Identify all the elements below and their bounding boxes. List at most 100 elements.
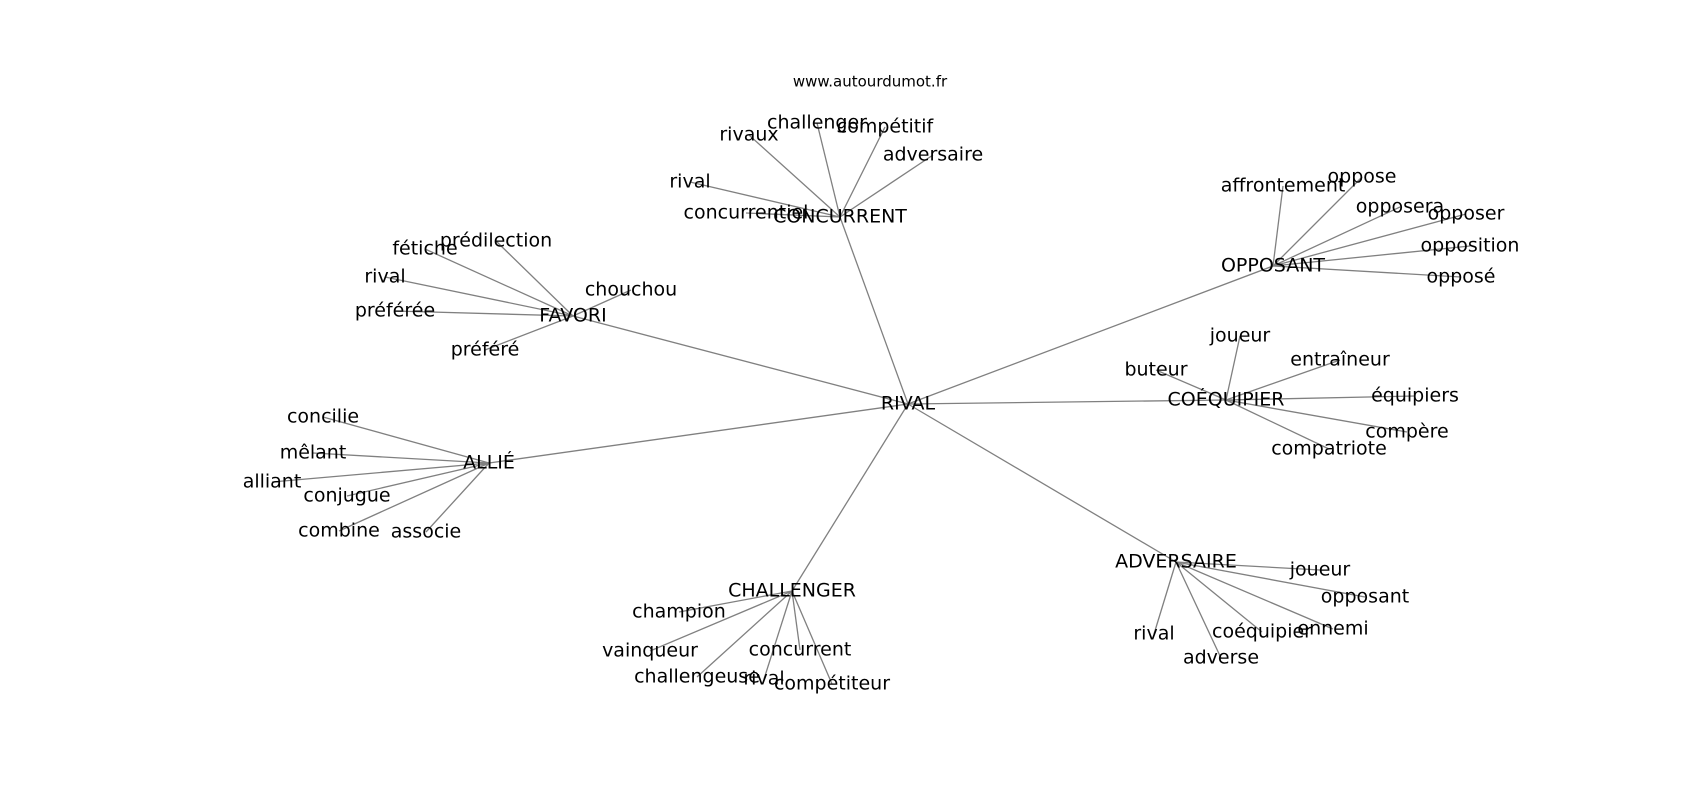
edge-hub-leaf [816,122,841,218]
leaf-node: alliant [243,471,302,493]
leaf-node: concurrent [749,639,852,661]
leaf-node: rival [669,171,710,193]
edge-hub-leaf [322,416,490,464]
leaf-node: mêlant [280,442,347,464]
edge-hub-leaf [1225,399,1330,450]
edge-hub-leaf [384,276,574,317]
edge-center-hub [907,403,1177,563]
edge-hub-leaf [1225,359,1341,401]
leaf-node: entraîneur [1290,349,1390,371]
leaf-node: opposera [1356,196,1444,218]
leaf-node: adverse [1183,647,1259,669]
leaf-node: rivaux [719,124,778,146]
hub-node: ADVERSAIRE [1115,551,1237,573]
edge-hub-leaf [1272,245,1471,267]
leaf-node: challenger [767,112,867,134]
leaf-node: équipiers [1371,385,1459,407]
edge-hub-leaf [495,240,574,317]
leaf-node: concurrentiel [684,202,809,224]
edge-hub-leaf [1175,561,1334,630]
edge-center-hub [907,265,1274,405]
edge-hub-leaf [791,590,833,685]
leaf-node: compatriote [1271,438,1387,460]
leaf-node: préféré [451,339,520,361]
leaf-node: combine [298,520,380,542]
edge-hub-leaf [696,590,793,678]
leaf-node: rival [743,668,784,690]
edge-hub-leaf [572,289,632,317]
edge-hub-leaf [839,154,934,218]
leaf-node: opposer [1428,203,1505,225]
graph-edges [271,122,1471,685]
edge-hub-leaf [1155,369,1227,401]
graph-labels: www.autourdumot.fr RIVAL CONCURRENT rivaux… [243,73,1520,695]
leaf-node: concilie [287,406,359,428]
edge-hub-leaf [678,590,793,613]
center-node: RIVAL [881,393,936,415]
leaf-node: buteur [1124,359,1187,381]
edge-center-hub [791,403,909,592]
edge-hub-leaf [394,310,574,317]
hub-node: FAVORI [539,305,606,327]
edge-hub-leaf [271,462,490,483]
leaf-node: rival [1133,623,1174,645]
edge-hub-leaf [745,212,841,218]
leaf-node: conjugue [303,485,390,507]
edge-hub-leaf [425,462,490,533]
edge-hub-leaf [763,590,793,680]
hub-node: COÉQUIPIER [1168,388,1285,411]
edge-hub-leaf [839,126,886,218]
leaf-node: opposition [1421,235,1520,257]
leaf-node: adversaire [883,144,983,166]
leaf-node: prédilection [440,230,552,252]
leaf-node: affrontement [1221,175,1346,197]
edge-center-hub [907,399,1227,405]
hub-node: CHALLENGER [728,580,856,602]
edge-hub-leaf [1272,185,1284,267]
leaf-node: préférée [355,300,435,322]
edge-hub-leaf [748,134,841,218]
leaf-node: compère [1365,421,1448,443]
edge-hub-leaf [649,590,793,652]
edge-hub-leaf [1225,399,1408,433]
edge-hub-leaf [1175,561,1321,571]
leaf-node: fétiche [392,238,457,260]
edge-hub-leaf [1272,213,1467,267]
leaf-node: opposant [1321,586,1409,608]
hub-node: CONCURRENT [773,206,907,228]
edge-center-hub [839,216,909,405]
watermark: www.autourdumot.fr [793,73,948,91]
leaf-node: joueur [1289,559,1351,581]
edge-hub-leaf [1272,176,1363,267]
edge-hub-leaf [1225,335,1241,401]
leaf-node: rival [364,266,405,288]
edge-hub-leaf [484,315,574,351]
leaf-node: compétiteur [774,673,890,695]
edge-hub-leaf [1175,561,1222,659]
edge-hub-leaf [346,462,490,497]
edge-hub-leaf [424,248,574,317]
leaf-node: coéquipier [1212,621,1312,643]
leaf-node: challengeuse [634,666,760,688]
edge-hub-leaf [1272,206,1401,267]
leaf-node: champion [632,601,726,623]
edge-hub-leaf [1225,395,1416,401]
hub-node: OPPOSANT [1221,255,1325,277]
edge-center-hub [488,403,909,464]
edge-hub-leaf [689,181,841,218]
leaf-node: vainqueur [602,640,698,662]
hub-node: ALLIÉ [463,451,515,474]
leaf-node: joueur [1209,325,1271,347]
edge-hub-leaf [338,462,490,532]
edge-hub-leaf [1175,561,1366,598]
edge-hub-leaf [791,590,801,651]
edge-hub-leaf [1272,265,1462,278]
leaf-node: oppose [1328,166,1397,188]
leaf-node: opposé [1427,266,1496,288]
edge-hub-leaf [312,452,490,464]
leaf-node: ennemi [1297,618,1368,640]
edge-hub-leaf [1153,561,1177,635]
edge-center-hub [572,315,909,405]
edge-hub-leaf [1175,561,1263,633]
